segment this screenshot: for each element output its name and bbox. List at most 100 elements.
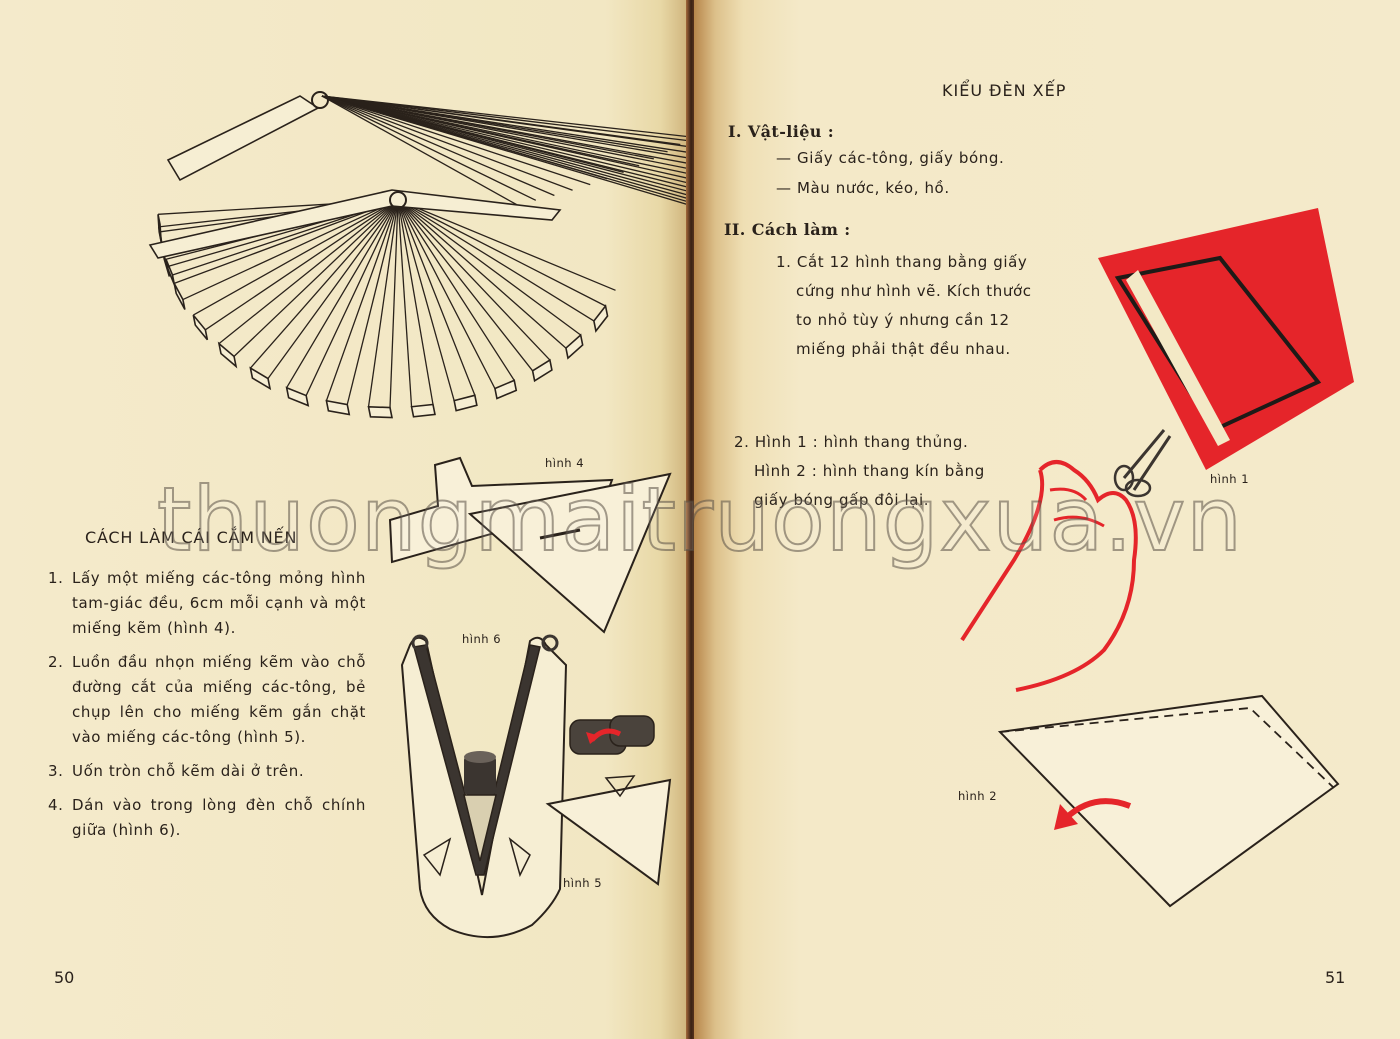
fan-pleat-line xyxy=(321,95,688,138)
step-text: Luồn đầu nhọn miếng kẽm vào chỗ đường cắ… xyxy=(72,653,366,746)
figure-1-illustration xyxy=(960,208,1354,692)
book-gutter xyxy=(686,0,696,1039)
list-item: 3. Uốn tròn chỗ kẽm dài ở trên. xyxy=(48,759,366,784)
fan-pleat-line xyxy=(397,199,496,389)
fan-pleat-line xyxy=(397,199,606,307)
fan-pleat-edge xyxy=(531,358,553,383)
figure-5-caption: hình 5 xyxy=(563,876,603,890)
figure-6-illustration xyxy=(400,634,568,938)
list-item: 1. Lấy một miếng các-tông mỏng hình tam-g… xyxy=(48,566,366,641)
page-number: 50 xyxy=(54,968,75,987)
fan-pleat-line xyxy=(321,95,688,192)
step-number: 4. xyxy=(48,796,64,814)
fan-pleat-line xyxy=(321,95,688,188)
method-step-1: 1. Cắt 12 hình thang bằng giấy cứng như … xyxy=(776,248,1038,364)
fan-pleat-line xyxy=(321,95,688,164)
fan-pleat-line xyxy=(321,95,518,206)
fan-pleat-line xyxy=(321,95,537,201)
fan-pleat-line xyxy=(321,95,688,196)
materials-list: — Giấy các-tông, giấy bóng. — Màu nước, … xyxy=(776,146,1004,206)
fan-pleat-line xyxy=(173,199,399,284)
figure-2-caption: hình 2 xyxy=(958,789,998,803)
fan-pleat-line xyxy=(397,199,434,405)
fan-pleat-line xyxy=(321,95,555,197)
folded-lantern-illustration xyxy=(148,91,688,419)
fan-pleat-line xyxy=(397,199,551,361)
fan-pleat-line xyxy=(286,199,399,389)
fan-pleat-edge xyxy=(565,333,584,360)
method-step-2: 2. Hình 1 : hình thang thủng. Hình 2 : h… xyxy=(734,428,1034,515)
fan-pleat-edge xyxy=(285,386,310,407)
fan-pleat-line xyxy=(267,199,399,379)
fan-pleat-line xyxy=(321,95,573,191)
fan-pleat-edge xyxy=(367,405,393,419)
fan-pleat-line xyxy=(321,95,688,148)
fan-pleat-line xyxy=(218,199,399,345)
fan-pleat-line xyxy=(397,199,567,349)
text-line: giấy bóng gấp đôi lại. xyxy=(754,491,930,509)
fan-pleat-line xyxy=(321,95,688,153)
fan-pleat-line xyxy=(233,199,399,357)
fan-pleat-line xyxy=(397,199,595,322)
fan-pleat-line xyxy=(305,199,399,396)
fan-pleat-line xyxy=(397,199,582,336)
candle-holder-title: CÁCH LÀM CÁI CẮM NẾN xyxy=(85,528,298,547)
text-line: Hình 2 : hình thang kín bằng xyxy=(754,462,985,480)
fan-pleat-line xyxy=(321,95,688,170)
step-number: 2. xyxy=(48,653,64,671)
fan-pleat-line xyxy=(321,95,591,186)
fan-pleat-line xyxy=(397,199,515,381)
fan-pleat-edge xyxy=(494,379,518,400)
fan-pleat-edge xyxy=(217,341,238,369)
fan-pleat-line xyxy=(249,199,399,369)
folding-lantern-title: KIỂU ĐÈN XẾP xyxy=(942,81,1067,100)
fan-pleat-line xyxy=(397,199,413,407)
fan-pleat-line xyxy=(321,95,688,179)
text-line: cứng như hình vẽ. Kích thước xyxy=(796,282,1032,300)
fan-pleat-line xyxy=(397,199,534,372)
figure-1-caption: hình 1 xyxy=(1210,472,1250,486)
text-line: to nhỏ tùy ý nhưng cần 12 xyxy=(796,311,1010,329)
step-number: 3. xyxy=(48,762,64,780)
step-number: 1. xyxy=(48,569,64,587)
fan-pleat-line xyxy=(321,95,688,206)
right-page: KIỂU ĐÈN XẾP I. Vật-liệu : — Giấy các-tô… xyxy=(694,0,1400,1039)
text-line: 2. Hình 1 : hình thang thủng. xyxy=(734,433,969,451)
page-number: 51 xyxy=(1325,968,1346,987)
method-heading: II. Cách làm : xyxy=(724,220,851,239)
fan-pleat-edge xyxy=(325,399,351,416)
figure-6-caption: hình 6 xyxy=(462,632,502,646)
fan-pleat-line xyxy=(397,199,476,396)
fan-pleat-line xyxy=(397,199,616,291)
fan-pleat-line xyxy=(182,199,399,301)
step-text: Uốn tròn chỗ kẽm dài ở trên. xyxy=(72,762,305,780)
list-item: — Màu nước, kéo, hồ. xyxy=(776,179,950,197)
figure-4-illustration xyxy=(388,456,672,634)
candle-holder-steps: 1. Lấy một miếng các-tông mỏng hình tam-g… xyxy=(48,566,366,852)
fan-pleat-line xyxy=(205,199,399,331)
fan-pleat-edge xyxy=(192,314,209,341)
fan-pleat-edge xyxy=(157,214,162,243)
fan-pleat-edge xyxy=(249,366,272,391)
fan-pleat-line xyxy=(397,199,455,401)
fan-pleat-line xyxy=(321,95,688,159)
list-item: — Giấy các-tông, giấy bóng. xyxy=(776,149,1005,167)
fan-pleat-line xyxy=(321,95,688,142)
left-page: CÁCH LÀM CÁI CẮM NẾN 1. Lấy một miếng các… xyxy=(0,0,688,1039)
list-item: 4. Dán vào trong lòng đèn chỗ chính giữa … xyxy=(48,793,366,843)
watermark-text: thuongmaitruongxua.vn xyxy=(156,467,1244,572)
fan-pleat-edge xyxy=(453,394,478,412)
fan-pleat-line xyxy=(192,199,399,316)
fan-pleat-edge xyxy=(410,403,436,418)
step-text: Dán vào trong lòng đèn chỗ chính giữa (h… xyxy=(72,796,366,839)
fan-pleat-edge xyxy=(593,304,609,333)
fan-pleat-line xyxy=(321,95,688,175)
fan-pleat-line xyxy=(367,199,399,407)
figure-4-caption: hình 4 xyxy=(545,456,585,470)
fan-pleat-line xyxy=(389,199,399,408)
fan-pleat-line xyxy=(346,199,399,405)
step-text: Lấy một miếng các-tông mỏng hình tam-giá… xyxy=(72,569,366,637)
list-item: 2. Luồn đầu nhọn miếng kẽm vào chỗ đường … xyxy=(48,650,366,750)
figure-2-illustration xyxy=(997,694,1340,908)
text-line: miếng phải thật đều nhau. xyxy=(796,340,1011,358)
